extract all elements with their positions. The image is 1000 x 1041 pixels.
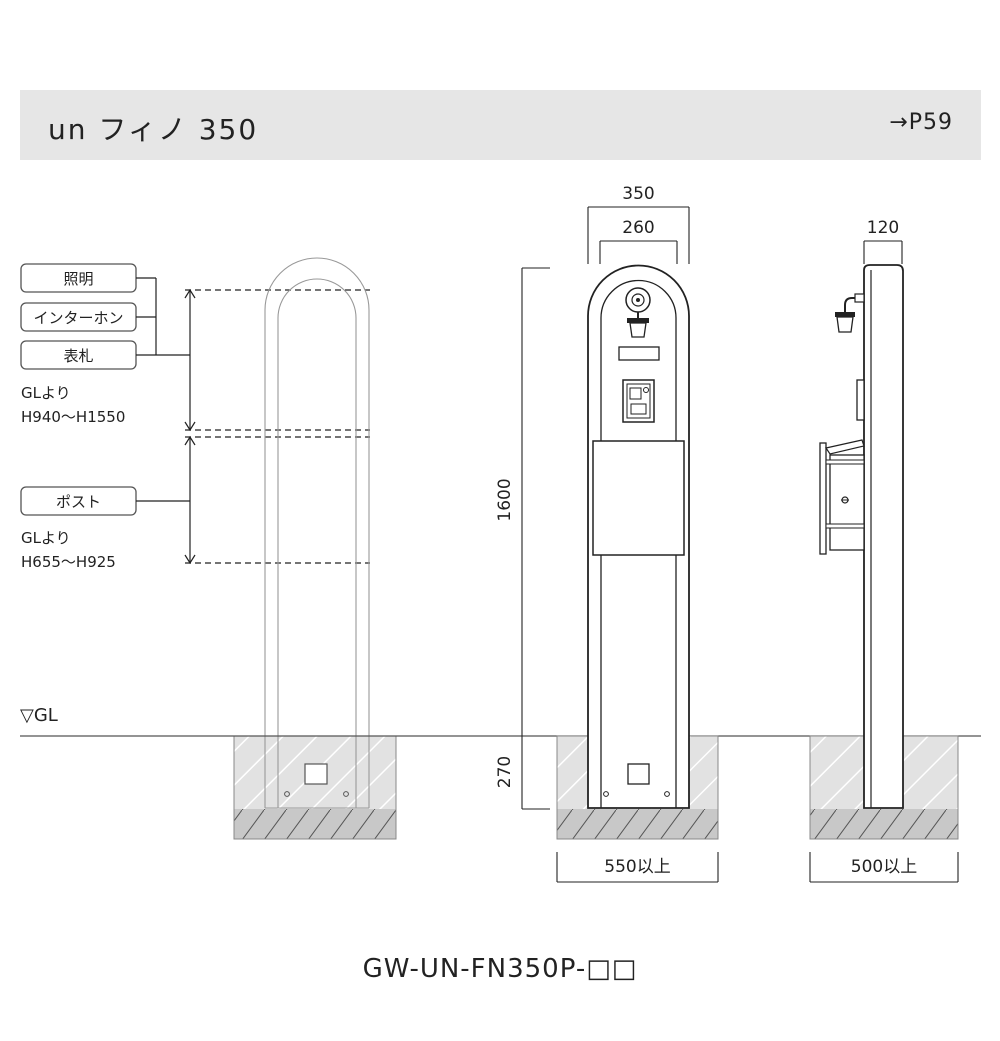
depth-value: 120: [867, 218, 899, 238]
side-post-body: [863, 264, 904, 809]
height-value: 1600: [495, 478, 515, 521]
front-access-hole: [627, 763, 650, 785]
front-view: 350 260 1600 270: [495, 184, 719, 883]
page-reference-link[interactable]: →P59: [889, 110, 953, 135]
embed-depth-dimension: [521, 736, 550, 810]
upper-label-bracket: [136, 277, 190, 356]
lighting-label: 照明: [63, 270, 93, 288]
nameplate-label: 表札: [63, 347, 93, 365]
post-label: ポスト: [56, 493, 101, 511]
side-light-icon: [835, 293, 865, 333]
lighting-label-box: 照明: [20, 263, 137, 293]
inner-width-value: 260: [622, 218, 654, 238]
intercom-label-box: インターホン: [20, 302, 137, 332]
lower-range-line2: H655〜H925: [21, 553, 116, 571]
front-foundation-dimension: [556, 852, 719, 883]
left-post-outline: [264, 257, 370, 809]
lower-range-dimension: [184, 435, 196, 565]
side-foundation-value: 500以上: [851, 857, 917, 877]
intercom-label: インターホン: [33, 309, 123, 327]
side-mailbox: [819, 439, 865, 555]
upper-range-line2: H940〜H1550: [21, 408, 125, 426]
front-foundation-value: 550以上: [604, 857, 670, 877]
front-intercom-icon: [622, 379, 655, 423]
product-title: un フィノ 350: [48, 113, 259, 146]
upper-range-dimension: [184, 288, 196, 432]
ground-level-label: ▽GL: [20, 705, 58, 726]
model-code: GW-UN-FN350P-□□: [362, 954, 638, 984]
outer-width-dimension: [587, 206, 690, 264]
side-intercom: [856, 379, 865, 421]
side-view: 120: [809, 218, 959, 883]
side-foundation-dimension: [809, 852, 959, 883]
height-dimension: [521, 267, 550, 736]
inner-width-dimension: [599, 240, 678, 264]
height-range-view: 照明 インターホン 表札 GLより H940〜H1550 ポスト: [20, 257, 397, 840]
upper-range-line1: GLより: [21, 384, 71, 402]
lower-range-line1: GLより: [21, 529, 71, 547]
front-light-icon: [625, 287, 651, 338]
embed-depth-value: 270: [495, 756, 515, 788]
post-label-box: ポスト: [20, 486, 137, 516]
front-mailbox: [592, 440, 685, 556]
depth-dimension: [863, 240, 903, 264]
nameplate-label-box: 表札: [20, 340, 137, 370]
outer-width-value: 350: [622, 184, 654, 204]
title-bar: un フィノ 350 →P59: [20, 90, 981, 160]
front-nameplate: [618, 346, 660, 361]
left-post-access-hole: [304, 763, 328, 785]
